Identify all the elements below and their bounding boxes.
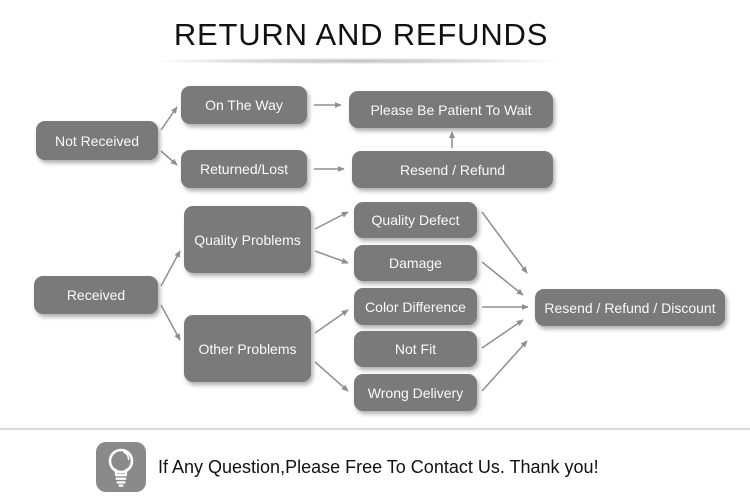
node-label: Resend / Refund / Discount	[544, 299, 716, 316]
node-label: Wrong Delivery	[367, 384, 464, 401]
node-color-difference: Color Difference	[354, 288, 477, 325]
light-bulb-icon	[96, 442, 146, 492]
node-not-fit: Not Fit	[354, 331, 477, 367]
node-damage: Damage	[354, 245, 477, 281]
node-received: Received	[34, 276, 158, 314]
contact-footer: If Any Question,Please Free To Contact U…	[0, 428, 750, 500]
node-on-the-way: On The Way	[181, 86, 307, 124]
title-divider	[155, 58, 560, 64]
node-label: Returned/Lost	[200, 161, 288, 177]
flow-arrows	[160, 102, 529, 392]
contact-message: If Any Question,Please Free To Contact U…	[158, 456, 599, 477]
node-quality-problems: Quality Problems	[184, 206, 311, 273]
node-label: Damage	[389, 255, 442, 271]
node-quality-defect: Quality Defect	[354, 202, 477, 238]
node-label: Not Fit	[394, 341, 437, 357]
node-other-problems: Other Problems	[184, 315, 311, 382]
node-label: Resend / Refund	[399, 161, 506, 178]
node-returned-lost: Returned/Lost	[181, 150, 307, 188]
node-please-be-patient: Please Be Patient To Wait	[349, 91, 553, 128]
page-title: RETURN AND REFUNDS	[173, 17, 549, 52]
node-label: Quality Defect	[371, 212, 460, 228]
node-wrong-delivery: Wrong Delivery	[354, 374, 477, 411]
node-label: On The Way	[205, 97, 283, 113]
node-resend-refund: Resend / Refund	[352, 151, 553, 188]
node-label: Not Received	[54, 132, 140, 149]
node-not-received: Not Received	[36, 121, 158, 160]
node-label: Please Be Patient To Wait	[370, 101, 532, 118]
node-resend-refund-discount: Resend / Refund / Discount	[535, 289, 725, 326]
node-label: Other Problems	[198, 340, 297, 357]
node-label: Received	[66, 287, 126, 303]
node-label: Color Difference	[365, 298, 466, 315]
node-label: Quality Problems	[194, 231, 301, 248]
